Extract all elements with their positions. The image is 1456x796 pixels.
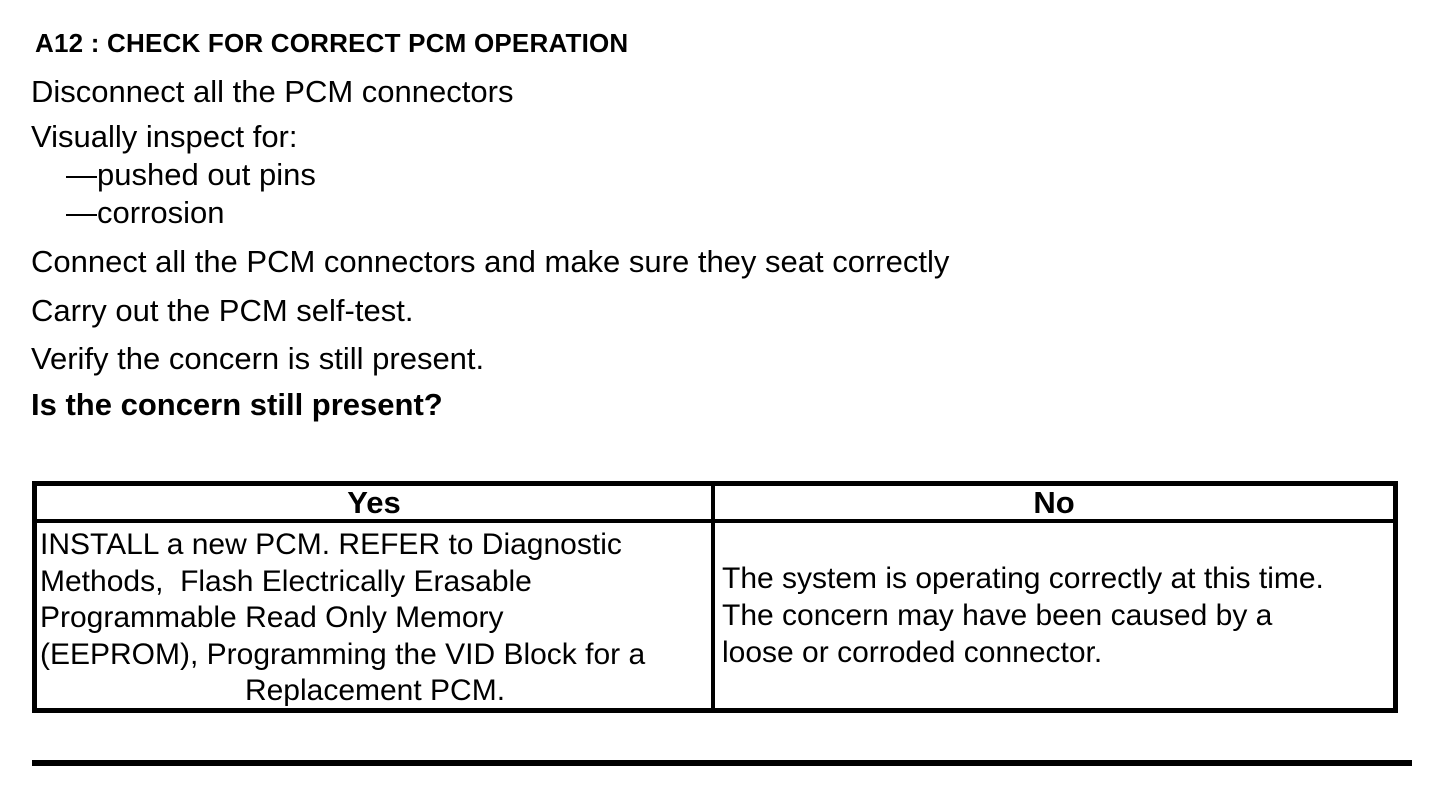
yes-column-header: Yes xyxy=(37,486,715,523)
no-column-header: No xyxy=(715,486,1393,523)
no-action-line: The concern may have been caused by a xyxy=(722,599,1273,632)
yes-action-line: (EEPROM), Programming the VID Block for … xyxy=(40,637,646,671)
inspect-item-corrosion: —corrosion xyxy=(66,195,225,230)
step-disconnect-connectors: Disconnect all the PCM connectors xyxy=(31,74,514,109)
page-title: A12 : CHECK FOR CORRECT PCM OPERATION xyxy=(35,28,629,58)
decision-table: Yes No INSTALL a new PCM. REFER to Diagn… xyxy=(32,481,1398,713)
decision-question: Is the concern still present? xyxy=(31,387,443,422)
step-verify-concern: Verify the concern is still present. xyxy=(31,341,485,376)
step-visually-inspect: Visually inspect for: xyxy=(31,119,298,154)
no-action-line: loose or corroded connector. xyxy=(722,636,1103,669)
yes-action-line: Programmable Read Only Memory xyxy=(40,601,504,634)
yes-action-line: Replacement PCM. xyxy=(244,674,506,707)
inspect-item-pushed-out-pins: —pushed out pins xyxy=(66,157,316,192)
no-action-line: The system is operating correctly at thi… xyxy=(722,562,1324,595)
yes-action-cell: INSTALL a new PCM. REFER to Diagnostic M… xyxy=(37,523,715,708)
no-action-cell: The system is operating correctly at thi… xyxy=(715,523,1393,708)
yes-action-line: Methods, Flash Electrically Erasable xyxy=(40,564,532,598)
section-divider-rule xyxy=(32,760,1412,766)
step-pcm-self-test: Carry out the PCM self-test. xyxy=(31,293,414,328)
step-connect-connectors: Connect all the PCM connectors and make … xyxy=(31,244,950,279)
yes-action-line: INSTALL a new PCM. REFER to Diagnostic xyxy=(40,528,622,561)
